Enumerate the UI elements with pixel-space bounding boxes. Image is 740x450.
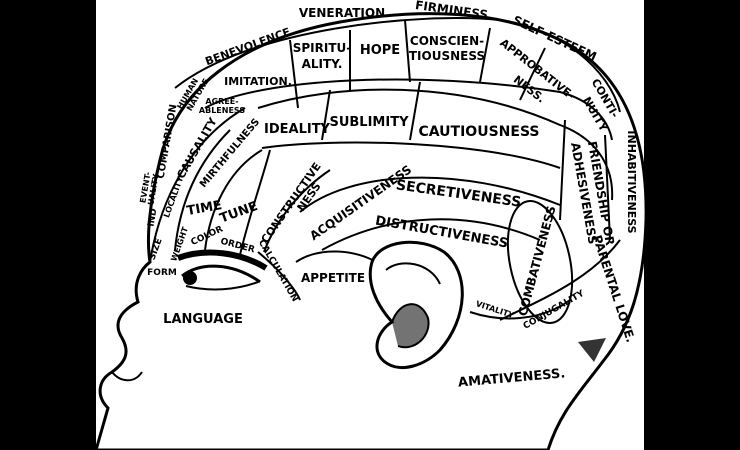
ear-drawing	[368, 240, 464, 369]
boundary-vertical-8	[559, 119, 566, 221]
ear-fold	[385, 262, 441, 285]
eye-lower	[185, 281, 259, 291]
label-veneration: VENERATION	[299, 6, 385, 20]
boundary-forehead-c	[204, 149, 263, 251]
boundary-ideality-arc	[261, 141, 561, 169]
boundary-upper-arc	[204, 78, 613, 141]
label-language: LANGUAGE	[163, 312, 243, 327]
boundary-vertical-4	[479, 27, 491, 83]
boundary-vertical-6	[321, 89, 331, 141]
label-time: TIME	[186, 198, 224, 219]
eyebrow	[176, 249, 268, 271]
boundary-top-arc	[174, 17, 621, 113]
boundary-appetite-arc	[295, 250, 377, 263]
label-inhabitiveness: INHABITIVENESS	[625, 130, 638, 233]
nose-line	[111, 371, 143, 382]
label-cautiousness: CAUTIOUSNESS	[419, 124, 540, 140]
region-boundaries	[149, 17, 621, 321]
label-imitation: IMITATION.	[224, 75, 292, 88]
boundary-vitality	[469, 299, 571, 320]
boundary-calc	[257, 251, 301, 301]
label-conscientiousness-2: TIOUSNESS	[409, 49, 485, 63]
boundary-lower-right	[499, 239, 621, 321]
label-individuality: IND	[147, 208, 160, 228]
label-sublimity: SUBLIMITY	[329, 115, 409, 130]
combativeness-oval	[506, 200, 574, 324]
boundary-vertical-3	[404, 19, 411, 83]
boundary-vertical-1	[289, 39, 299, 109]
label-conscientiousness-1: CONSCIEN-	[410, 34, 484, 48]
boundary-forehead-a	[149, 107, 246, 263]
label-agreeableness-2: ABLENESS	[199, 106, 245, 115]
label-spirituality-1: SPIRITU-	[293, 41, 352, 55]
boundary-forehead-b	[174, 129, 231, 251]
boundary-destructive-arc	[321, 218, 541, 251]
label-spirituality-2: ALITY.	[302, 57, 343, 71]
label-hope: HOPE	[360, 43, 400, 58]
boundary-temple	[263, 169, 331, 253]
ear-inner	[391, 303, 430, 349]
boundary-vertical-7	[409, 81, 421, 141]
boundary-forehead-d	[239, 149, 271, 256]
label-appetite: APPETITE	[301, 271, 365, 285]
boundary-vertical-9	[604, 134, 611, 241]
boundary-secretive-arc	[299, 176, 561, 213]
boundary-vertical-5	[519, 47, 546, 101]
eye-drawing	[176, 249, 268, 291]
shaded-patch	[578, 338, 606, 362]
label-form: FORM	[147, 268, 177, 278]
label-ideality: IDEALITY	[264, 122, 331, 137]
head-outline	[94, 12, 648, 450]
eye-pupil	[183, 271, 197, 285]
label-agreeableness-1: AGREE-	[205, 97, 238, 106]
